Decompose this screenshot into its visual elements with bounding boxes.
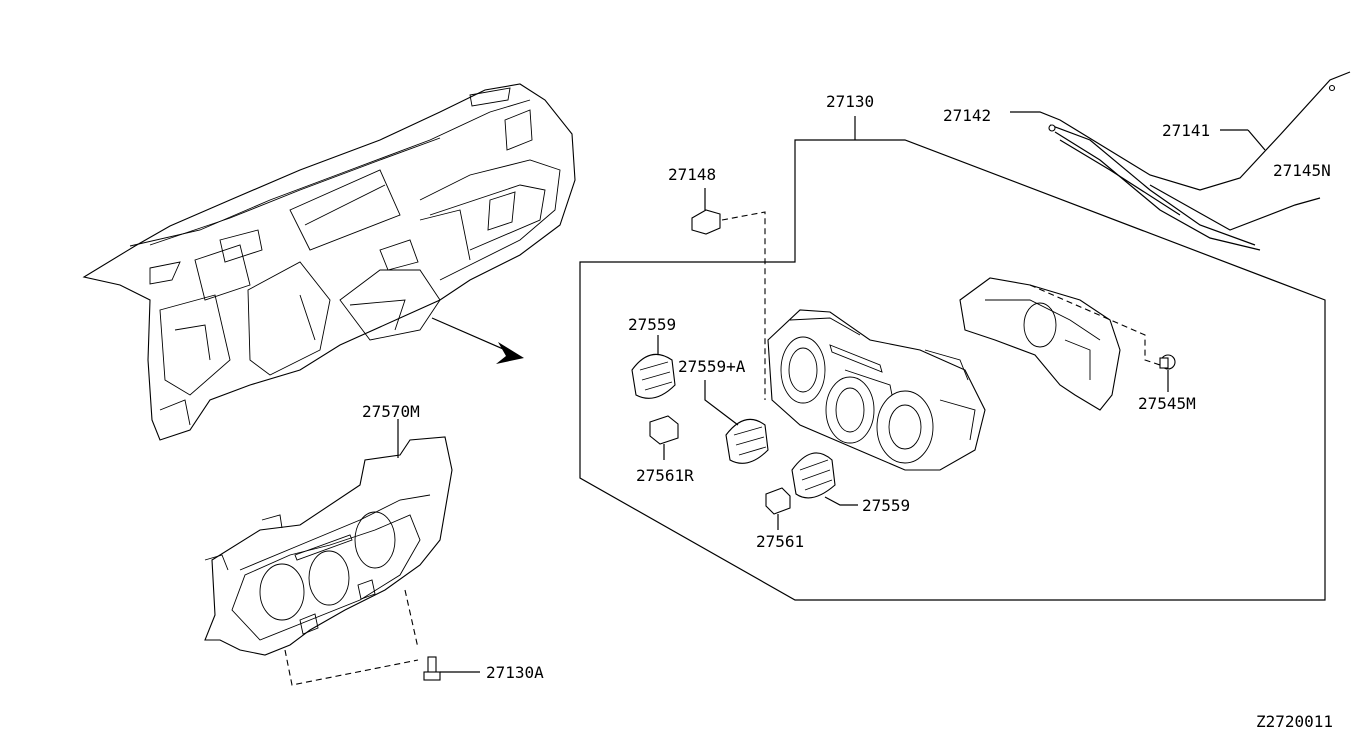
- label-27142: 27142: [943, 106, 991, 125]
- knob-27559-plus-a: [704, 380, 769, 464]
- assembly-27130-outline: [579, 116, 1326, 601]
- label-27145N: 27145N: [1273, 161, 1331, 180]
- label-27130: 27130: [826, 92, 874, 111]
- button-27561R: [649, 415, 679, 460]
- knob-27559-right: [791, 452, 858, 506]
- label-27561: 27561: [756, 532, 804, 551]
- label-27570M: 27570M: [362, 402, 420, 421]
- screw-27130A: [423, 656, 480, 681]
- label-27561R: 27561R: [636, 466, 694, 485]
- rear-bracket: [959, 277, 1161, 411]
- control-panel-bezel: [204, 419, 453, 686]
- control-unit-body: [767, 309, 986, 471]
- label-27130A: 27130A: [486, 663, 544, 682]
- diagram-id: Z2720011: [1256, 712, 1333, 731]
- label-27148: 27148: [668, 165, 716, 184]
- label-27141: 27141: [1162, 121, 1210, 140]
- label-27559-right: 27559: [862, 496, 910, 515]
- label-27559-plus-a: 27559+A: [678, 357, 746, 376]
- part-27148: [691, 188, 766, 400]
- label-27559-left: 27559: [628, 315, 676, 334]
- knob-27559-left: [631, 335, 676, 399]
- control-cables: [1010, 71, 1351, 251]
- label-27545M: 27545M: [1138, 394, 1196, 413]
- dashboard-illustration: [82, 83, 576, 441]
- screw-27545M: [1159, 354, 1176, 392]
- button-27561: [765, 487, 791, 530]
